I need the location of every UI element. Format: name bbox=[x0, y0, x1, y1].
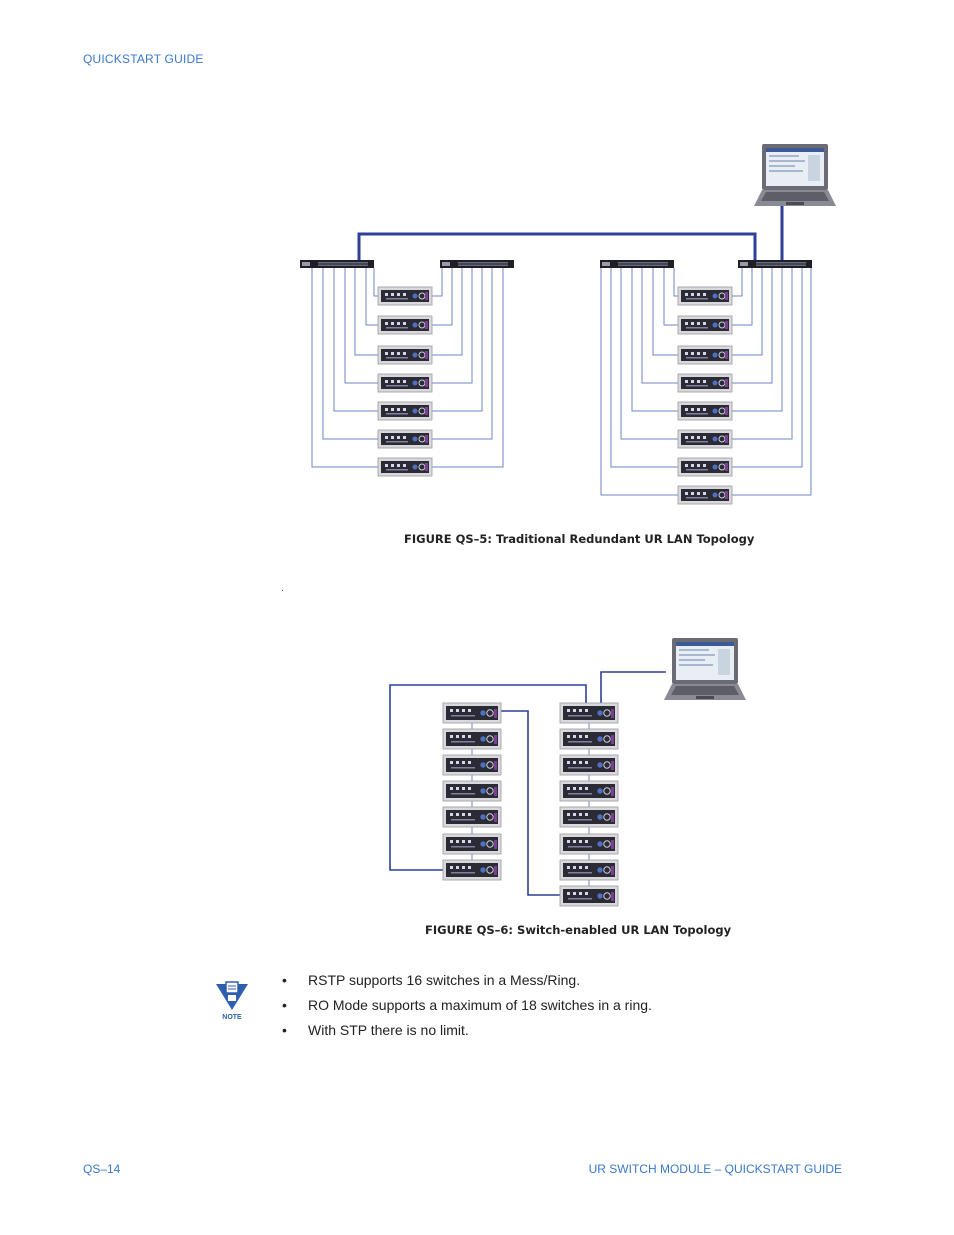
ur-relay-icon bbox=[442, 806, 502, 828]
list-item: RO Mode supports a maximum of 18 switche… bbox=[282, 995, 652, 1020]
ur-relay-icon bbox=[442, 780, 502, 802]
ur-relay-icon bbox=[442, 728, 502, 750]
ur-relay-icon bbox=[559, 859, 619, 881]
page-header: QUICKSTART GUIDE bbox=[83, 52, 204, 66]
separator-dot: . bbox=[281, 584, 284, 594]
footer-doc-title: UR SWITCH MODULE – QUICKSTART GUIDE bbox=[588, 1162, 842, 1176]
figure-qs6-diagram bbox=[389, 638, 746, 907]
note-label: NOTE bbox=[222, 1014, 242, 1021]
figure-qs5-caption: FIGURE QS–5: Traditional Redundant UR LA… bbox=[404, 532, 755, 546]
list-item: With STP there is no limit. bbox=[282, 1020, 652, 1045]
figure-qs6-caption: FIGURE QS–6: Switch-enabled UR LAN Topol… bbox=[425, 923, 732, 937]
laptop-icon bbox=[664, 638, 746, 700]
ur-relay-icon bbox=[559, 780, 619, 802]
ur-relay-icon bbox=[559, 702, 619, 724]
note-bullet-list: RSTP supports 16 switches in a Mess/Ring… bbox=[282, 970, 652, 1045]
ur-relay-icon bbox=[442, 754, 502, 776]
ur-relay-icon bbox=[442, 833, 502, 855]
ur-relay-icon bbox=[559, 833, 619, 855]
page-number: QS–14 bbox=[83, 1162, 121, 1176]
ur-relay-icon bbox=[559, 806, 619, 828]
ur-relay-icon bbox=[442, 702, 502, 724]
ur-relay-icon bbox=[559, 728, 619, 750]
note-icon: NOTE bbox=[216, 981, 248, 1021]
ur-relay-icon bbox=[559, 754, 619, 776]
ur-relay-icon bbox=[559, 885, 619, 907]
figure-qs5-diagram bbox=[300, 144, 836, 505]
list-item: RSTP supports 16 switches in a Mess/Ring… bbox=[282, 970, 652, 995]
ur-relay-icon bbox=[442, 859, 502, 881]
